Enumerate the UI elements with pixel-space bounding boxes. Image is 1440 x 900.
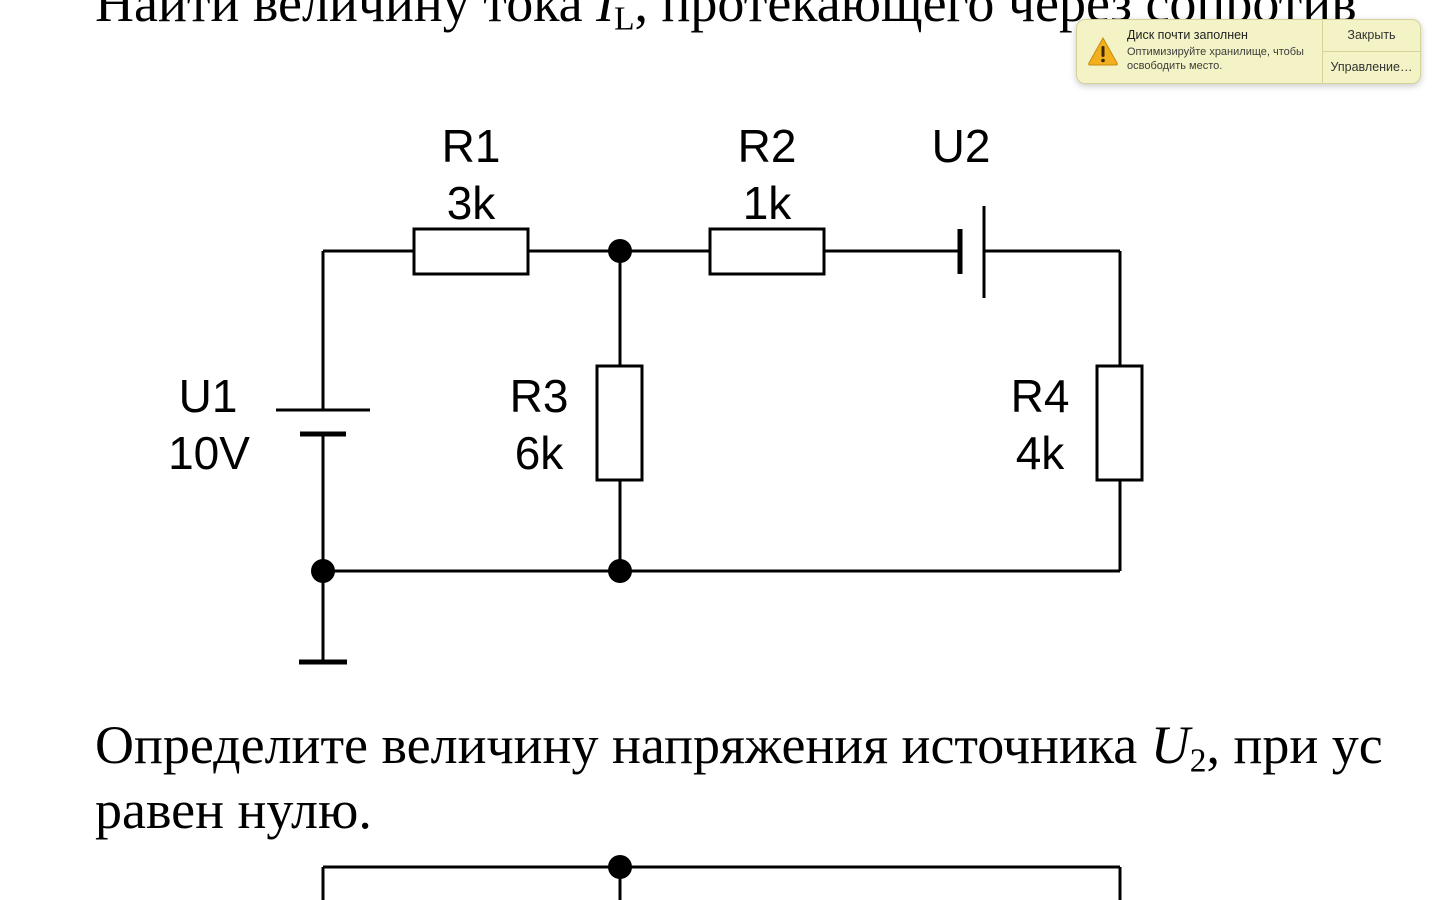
junction-dot (608, 855, 632, 879)
voltage-variable: U2 (1150, 715, 1207, 780)
notification-divider (1323, 51, 1420, 52)
label-r4-name: R4 (1011, 370, 1070, 422)
current-variable: IL (596, 0, 635, 38)
close-button[interactable]: Закрыть (1347, 28, 1396, 42)
top-line-prefix: Найти величину тока (95, 0, 597, 33)
label-r3-name: R3 (510, 370, 569, 422)
label-u2-name: U2 (932, 120, 991, 172)
label-r1-name: R1 (442, 120, 501, 172)
disk-full-notification: Диск почти заполнен Оптимизируйте хранил… (1076, 19, 1421, 84)
notification-body: Оптимизируйте хранилище, чтобы освободит… (1127, 46, 1304, 72)
junction-dot (608, 559, 632, 583)
question-prefix: Определите величину напряжения источника (95, 715, 1151, 775)
resistor-r2 (708, 227, 826, 276)
manage-button[interactable]: Управление… (1330, 60, 1413, 74)
resistor-r4 (1095, 364, 1144, 482)
junction-dot (311, 559, 335, 583)
label-r4-value: 4k (1016, 427, 1066, 479)
label-u1-value: 10V (168, 427, 250, 479)
label-r1-value: 3k (447, 177, 497, 229)
resistor-r3 (595, 364, 644, 482)
question-text-line1: Определите величину напряжения источника… (95, 718, 1383, 778)
resistor-r1 (412, 227, 530, 276)
notification-title: Диск почти заполнен (1127, 28, 1248, 42)
question-text-line2: равен нулю. (95, 780, 372, 840)
junction-dot (608, 239, 632, 263)
notification-divider (1322, 20, 1323, 83)
label-r2-value: 1k (743, 177, 793, 229)
question-suffix: , при ус (1206, 715, 1383, 775)
label-r3-value: 6k (515, 427, 565, 479)
label-r2-name: R2 (738, 120, 797, 172)
label-u1-name: U1 (179, 370, 238, 422)
warning-icon (1088, 36, 1118, 66)
